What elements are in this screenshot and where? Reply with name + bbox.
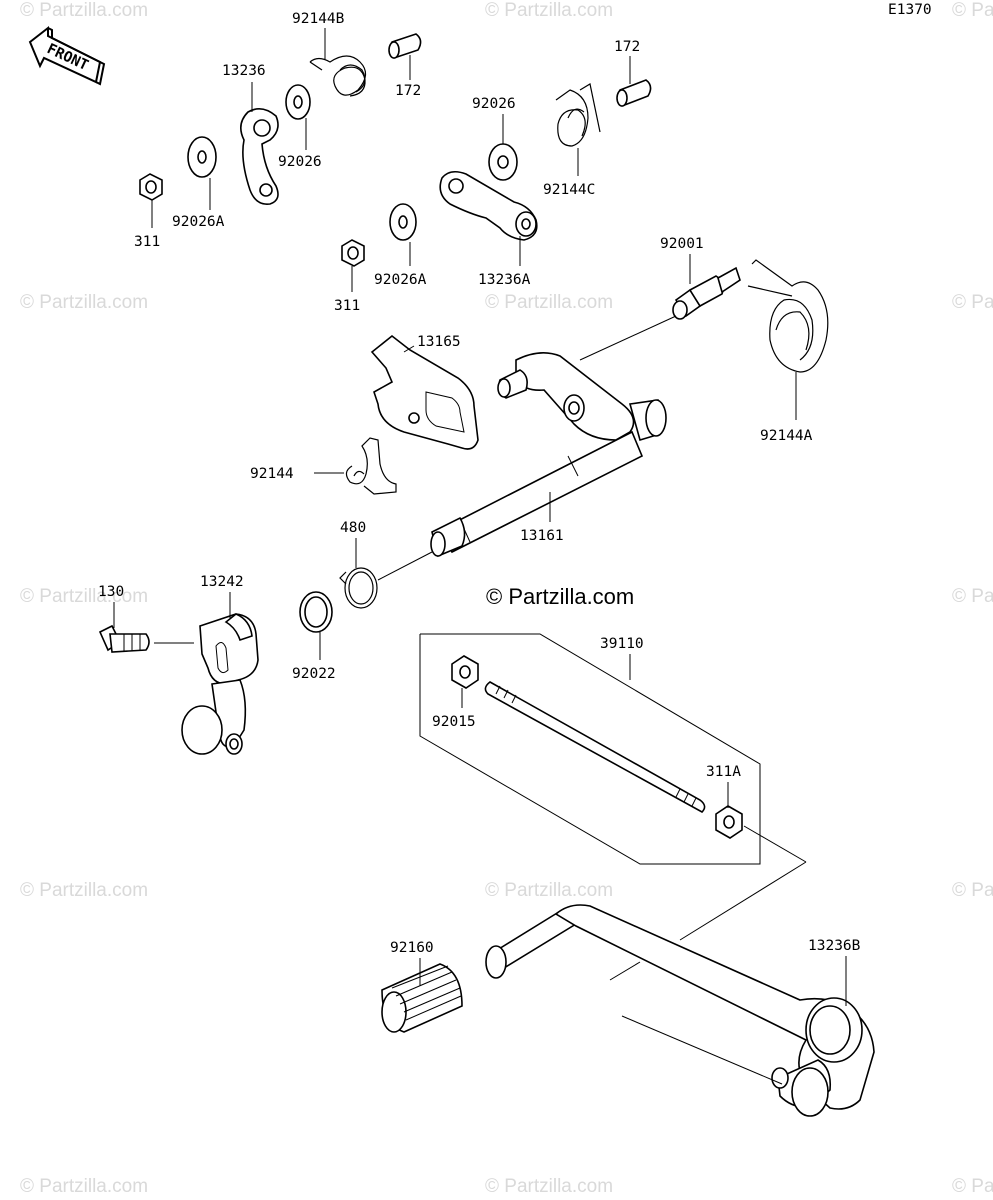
label-92160: 92160 [390,940,434,956]
nut-311 [139,173,163,201]
leader [579,315,677,361]
washer-92026A [187,136,217,178]
bolt-130 [98,624,150,653]
label-92015: 92015 [432,714,476,730]
label-39110: 39110 [600,636,644,652]
bolt-92001 [672,266,741,320]
washer-92026 [488,143,518,181]
nut-92015 [451,655,479,689]
label-172: 172 [614,39,640,55]
label-311: 311 [134,234,160,250]
lever-13242 [181,613,259,755]
watermark: © Partzilla.com [20,880,148,901]
spring-92144 [345,437,397,495]
watermark: © Partzilla.com [485,880,613,901]
shaft-13161 [430,352,667,558]
nut-311A [715,805,743,839]
label-172: 172 [395,83,421,99]
label-92144A: 92144A [760,428,813,444]
label-92144C: 92144C [543,182,595,198]
pin-172 [388,33,422,59]
arm-13236 [240,108,279,206]
label-480: 480 [340,520,366,536]
label-130: 130 [98,584,124,600]
leader [621,1015,783,1085]
spring-92144B [309,55,367,97]
copyright-notice: © Partzilla.com [486,584,634,609]
watermark: © Partzilla.com [20,0,148,21]
label-92026: 92026 [472,96,516,112]
arm-13236A [439,170,538,241]
label-13165: 13165 [417,334,461,350]
watermark: © Partzilla.com [20,292,148,313]
circlip-480 [339,567,378,609]
leader [403,345,415,353]
front-arrow-icon: FRONT [28,25,106,86]
spring-92144A [747,259,829,373]
nut-311 [341,239,365,267]
washer-92022 [299,591,333,633]
label-92022: 92022 [292,666,336,682]
label-92026A: 92026A [374,272,427,288]
label-13236A: 13236A [478,272,531,288]
label-13236B: 13236B [808,938,861,954]
rod-39110 [484,681,706,813]
label-92144: 92144 [250,466,294,482]
watermark: © Partzilla.com [485,292,613,313]
plate-13165 [370,334,479,450]
label-92026A: 92026A [172,214,225,230]
washer-92026A [389,203,417,241]
label-92144B: 92144B [292,11,345,27]
watermark: © Partzilla.com [485,1176,613,1197]
watermarks: © Partzilla.com © Partzilla.com © Partzi… [20,0,993,1197]
spring-92144C [555,83,601,147]
leader [743,825,807,863]
label-311A: 311A [706,764,741,780]
rubber-92160 [381,963,463,1033]
washer-92026 [285,84,311,120]
watermark: © Partzilla.com [952,586,993,607]
leader [679,861,807,941]
label-13242: 13242 [200,574,244,590]
leader [377,551,433,581]
leader [609,961,641,981]
pin-172 [616,79,652,107]
label-92001: 92001 [660,236,704,252]
label-13236: 13236 [222,63,266,79]
watermark: © Partzilla.com [485,0,613,21]
label-311: 311 [334,298,360,314]
watermark: © Partzilla.com [952,880,993,901]
watermark: © Partzilla.com [952,1176,993,1197]
diagram-code: E1370 [888,2,932,18]
label-13161: 13161 [520,528,564,544]
pedal-13236B [485,904,875,1117]
tie-rod-box-39110 [419,633,761,865]
watermark: © Partzilla.com [20,1176,148,1197]
watermark: © Partzilla.com [20,586,148,607]
label-92026: 92026 [278,154,322,170]
watermark: © Partzilla.com [952,292,993,313]
watermark: © Partzilla.com [952,0,993,21]
